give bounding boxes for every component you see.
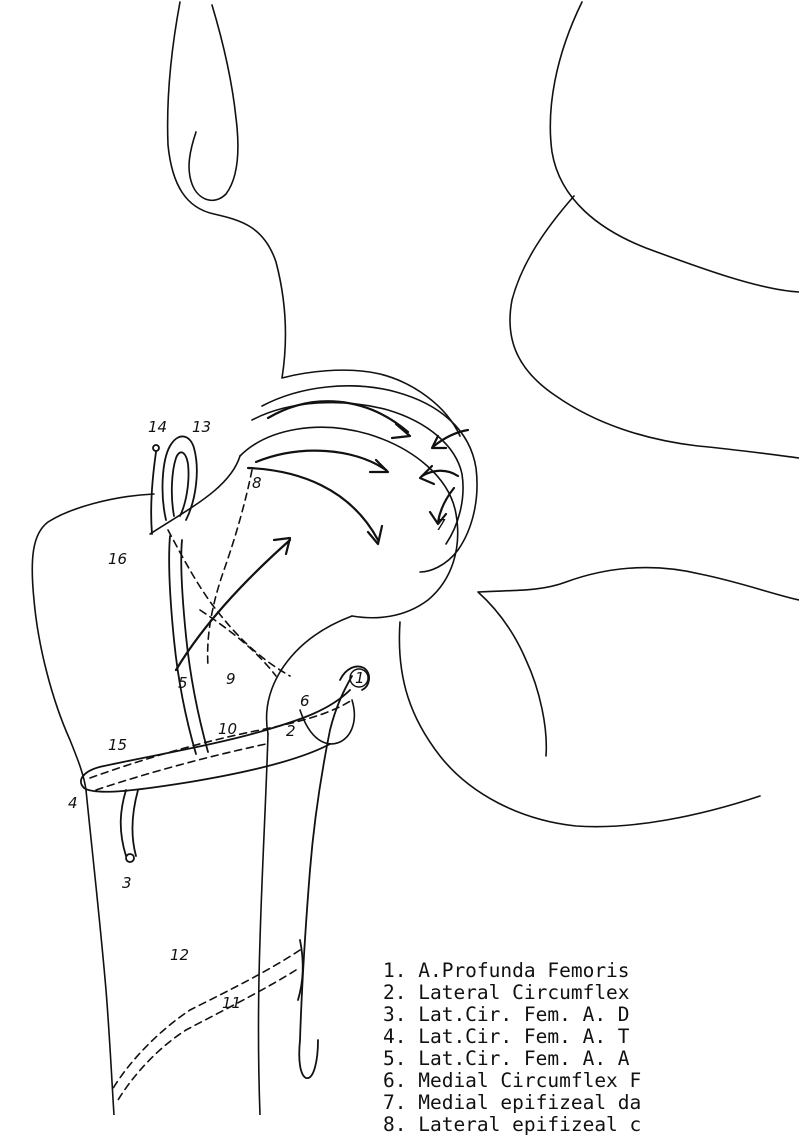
label-6: 6	[300, 692, 310, 710]
label-2: 2	[286, 722, 296, 740]
obturator-outline	[510, 196, 799, 458]
legend: 1. A.Profunda Femoris 2. Lateral Circumf…	[383, 960, 799, 1136]
label-3: 3	[122, 874, 132, 892]
ascending-branch-artery	[169, 536, 208, 754]
ischium-outline	[399, 568, 799, 827]
label-10: 10	[218, 720, 237, 738]
flow-arrow-medial-head	[420, 466, 434, 484]
lateral-epiphyseal-dashed	[208, 470, 252, 666]
retinacular-loop-13	[163, 436, 197, 520]
flow-arrow-lower	[248, 468, 378, 540]
label-15: 15	[108, 736, 127, 754]
legend-item-8: 8. Lateral epifizeal c	[383, 1114, 799, 1136]
label-16: 16	[108, 550, 127, 568]
profunda-femoris-artery	[299, 676, 352, 1078]
label-11: 11	[222, 994, 241, 1012]
medial-circumflex-dashed	[90, 700, 352, 778]
label-9: 9	[226, 670, 236, 688]
label-13: 13	[192, 418, 211, 436]
descending-branch-artery	[121, 790, 138, 856]
label-14: 14	[148, 418, 167, 436]
retinacular-vessel-14-tip	[153, 445, 159, 451]
flow-arrow-neck	[176, 540, 290, 670]
legend-item-1: 1. A.Profunda Femoris	[383, 960, 799, 982]
iliac-spine-outline	[189, 5, 238, 200]
legend-item-6: 6. Medial Circumflex F	[383, 1070, 799, 1092]
label-1: 1	[355, 669, 365, 687]
label-7: 7	[436, 516, 446, 534]
legend-item-5: 5. Lat.Cir. Fem. A. A	[383, 1048, 799, 1070]
label-4: 4	[68, 794, 78, 812]
label-12: 12	[170, 946, 189, 964]
femoral-neck-outline	[150, 456, 352, 734]
legend-item-2: 2. Lateral Circumflex	[383, 982, 799, 1004]
label-8: 8	[252, 474, 262, 492]
nutrient-artery-dashed-2	[118, 970, 296, 1100]
legend-item-7: 7. Medial epifizeal da	[383, 1092, 799, 1114]
flow-arrow-middle	[256, 451, 386, 470]
legend-item-3: 3. Lat.Cir. Fem. A. D	[383, 1004, 799, 1026]
retinacular-vessel-14	[151, 452, 156, 534]
ilium-outline	[168, 2, 460, 436]
legend-item-4: 4. Lat.Cir. Fem. A. T	[383, 1026, 799, 1048]
label-5: 5	[178, 674, 188, 692]
descending-branch-stump	[126, 854, 134, 862]
pelvis-right-outline	[550, 2, 799, 292]
greater-trochanter-outline	[32, 494, 154, 790]
femur-shaft-right-outline	[259, 734, 269, 1115]
femur-shaft-left-outline	[86, 790, 114, 1115]
